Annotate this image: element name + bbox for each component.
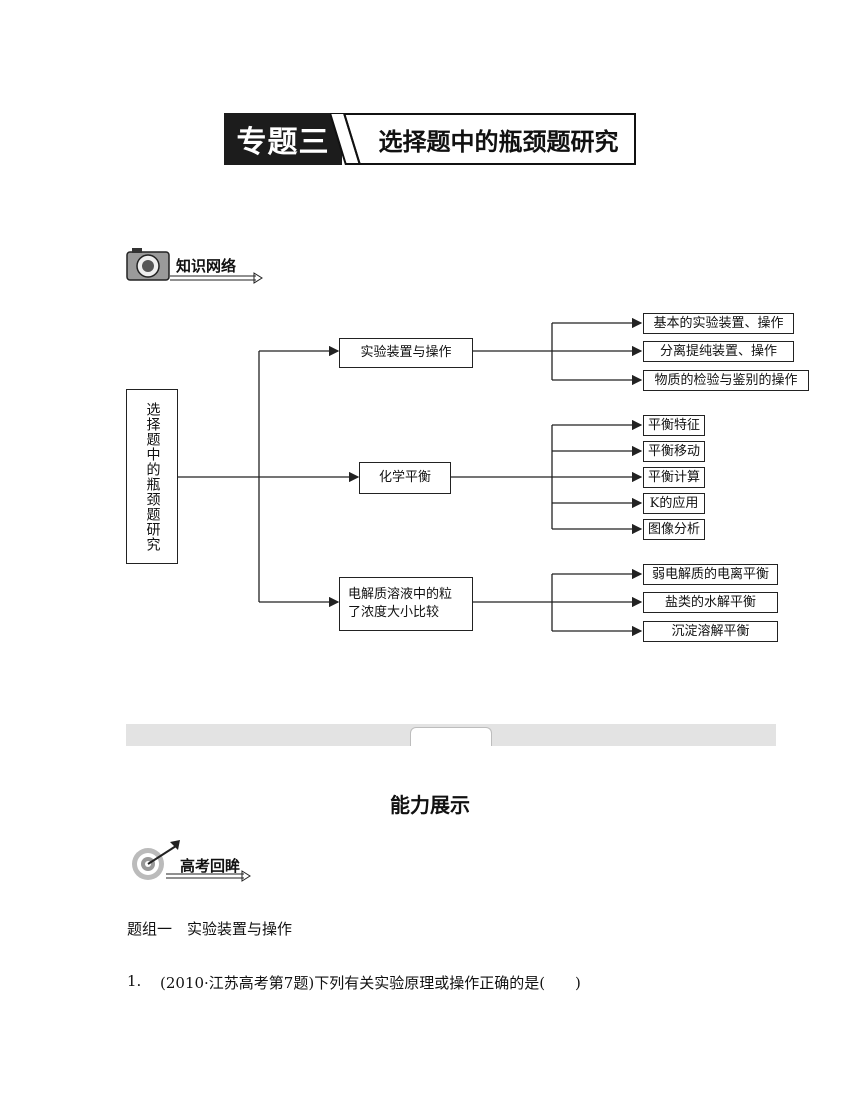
branch-electrolyte: 电解质溶液中的粒 了浓度大小比较 <box>339 577 473 631</box>
diagram-root: 选择题中的瓶颈题研究 <box>126 389 178 564</box>
topic-title: 选择题中的瓶颈题研究 <box>378 127 619 156</box>
question-text: (2010·江苏高考第7题)下列有关实验原理或操作正确的是( ) <box>160 974 581 992</box>
question-number: 1. <box>127 972 142 990</box>
leaf-label: K的应用 <box>649 495 699 511</box>
leaf-label: 分离提纯装置、操作 <box>659 343 777 359</box>
leaf-box: 平衡移动 <box>643 441 705 462</box>
group-heading: 题组一 实验装置与操作 <box>127 920 293 938</box>
branch-electrolyte-line2: 了浓度大小比较 <box>348 605 440 620</box>
banner-slant <box>330 113 362 165</box>
leaf-box: 物质的检验与鉴别的操作 <box>643 370 809 391</box>
ability-heading: 能力展示 <box>390 793 470 817</box>
leaf-box: 盐类的水解平衡 <box>643 592 778 613</box>
leaf-label: 平衡特征 <box>647 417 700 433</box>
leaf-label: 弱电解质的电离平衡 <box>651 566 769 582</box>
camera-icon <box>126 248 263 284</box>
leaf-box: 分离提纯装置、操作 <box>643 341 794 362</box>
topic-label: 专题三 <box>236 125 330 160</box>
leaf-box: 基本的实验装置、操作 <box>643 313 794 334</box>
leaf-box: 弱电解质的电离平衡 <box>643 564 778 585</box>
leaf-box: K的应用 <box>643 493 705 514</box>
target-icon <box>132 840 251 882</box>
leaf-label: 物质的检验与鉴别的操作 <box>654 372 798 388</box>
leaf-label: 沉淀溶解平衡 <box>671 623 750 639</box>
leaf-box: 图像分析 <box>643 519 705 540</box>
leaf-box: 平衡计算 <box>643 467 705 488</box>
leaf-box: 沉淀溶解平衡 <box>643 621 778 642</box>
leaf-label: 图像分析 <box>647 521 700 537</box>
branch-equilibrium-label: 化学平衡 <box>378 470 431 486</box>
leaf-label: 平衡移动 <box>647 443 700 459</box>
branch-electrolyte-line1: 电解质溶液中的粒 <box>348 587 453 603</box>
leaf-label: 平衡计算 <box>647 469 700 485</box>
leaf-label: 基本的实验装置、操作 <box>653 315 784 331</box>
leaf-label: 盐类的水解平衡 <box>664 594 756 610</box>
branch-experiment-label: 实验装置与操作 <box>360 345 452 361</box>
topic-title-block: 选择题中的瓶颈题研究 <box>345 113 636 165</box>
divider-tab <box>410 727 492 746</box>
topic-label-block: 专题三 <box>224 113 342 165</box>
diagram-root-label: 选择题中的瓶颈题研究 <box>144 401 161 552</box>
section-network-title: 知识网络 <box>176 257 237 275</box>
branch-experiment: 实验装置与操作 <box>339 338 473 368</box>
branch-equilibrium: 化学平衡 <box>359 462 451 494</box>
diagram-connectors <box>178 317 643 637</box>
section-review-title: 高考回眸 <box>180 857 241 875</box>
leaf-box: 平衡特征 <box>643 415 705 436</box>
